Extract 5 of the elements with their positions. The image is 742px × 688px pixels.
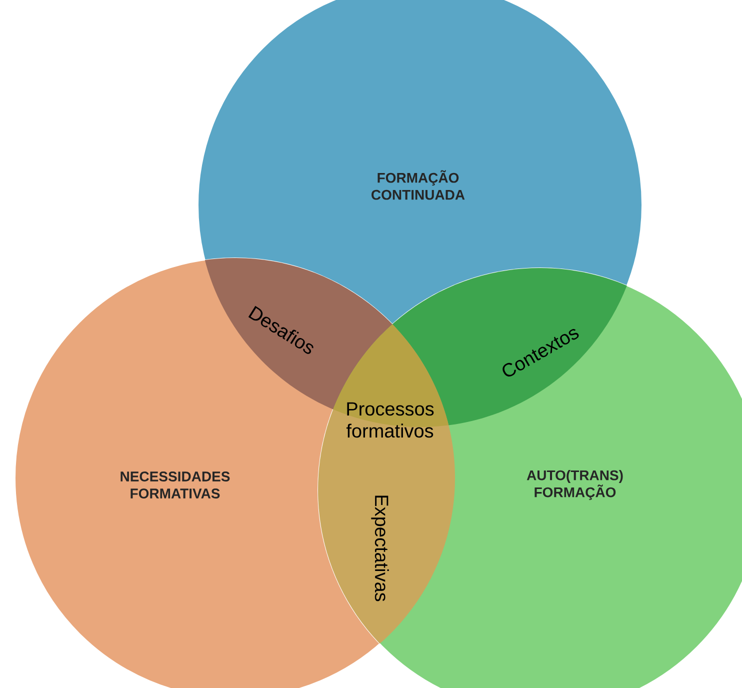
circle-label: FORMAÇÃO CONTINUADA <box>372 170 465 200</box>
overlap-label: Processos formativos <box>346 402 434 438</box>
circle-label: AUTO(TRANS) FORMAÇÃO <box>526 470 623 500</box>
overlap-label: Expectativas <box>371 496 389 602</box>
circle-label: NECESSIDADES FORMATIVAS <box>120 472 230 498</box>
